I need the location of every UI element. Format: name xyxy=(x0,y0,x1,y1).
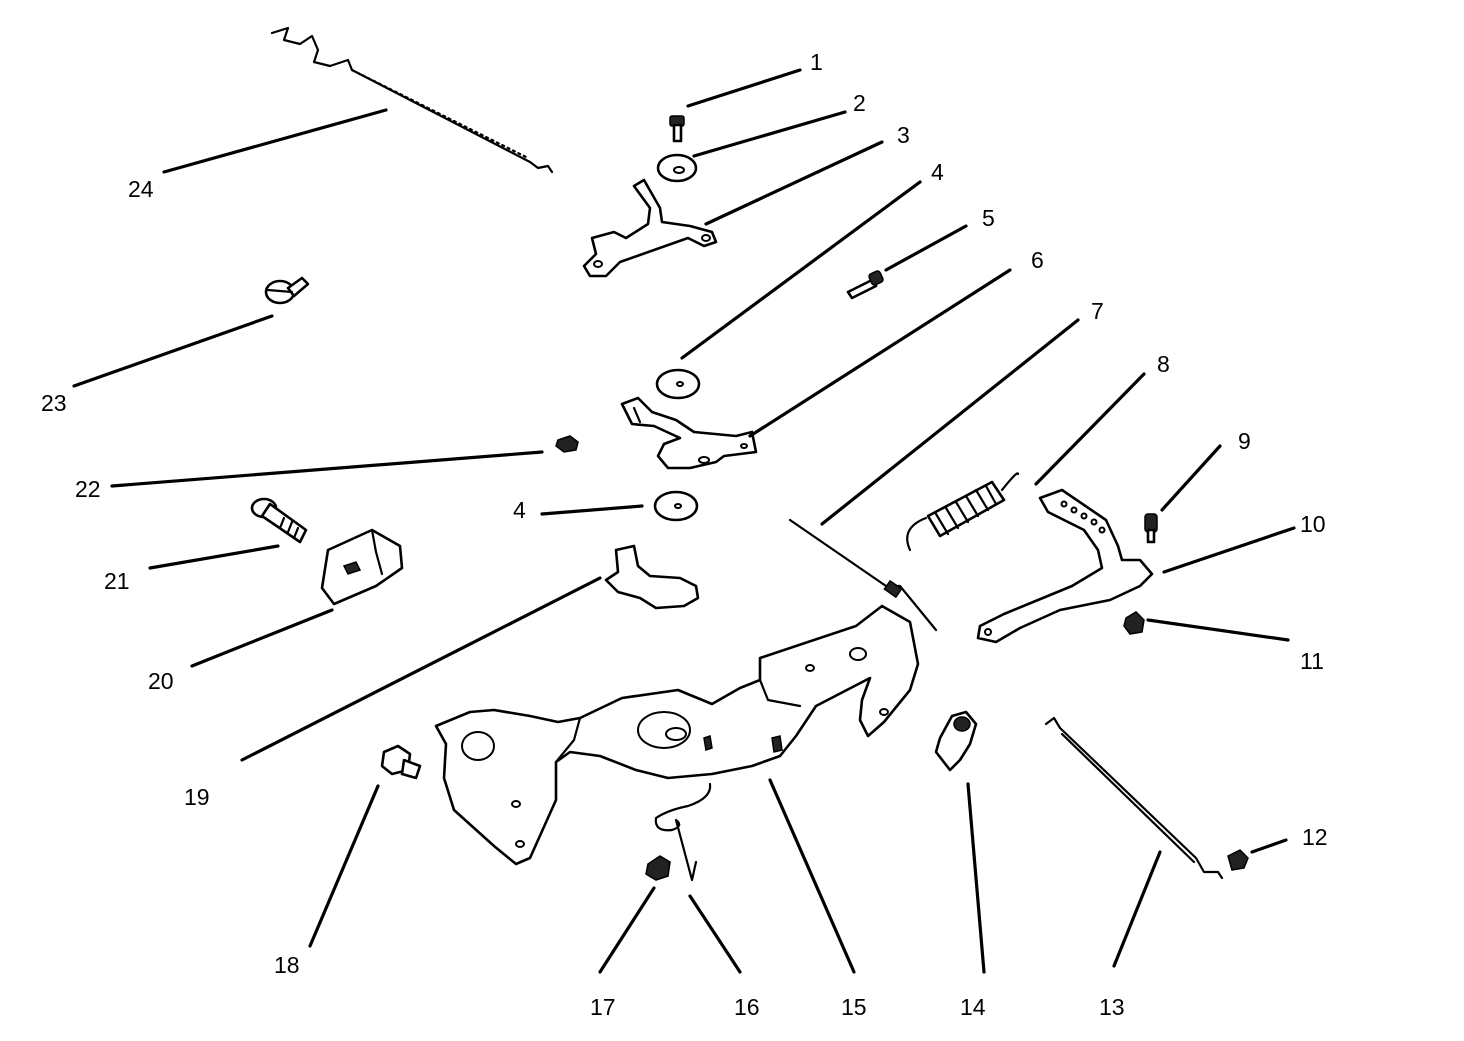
part-wire-link xyxy=(788,518,938,632)
part-nut xyxy=(1123,611,1145,635)
leader-19 xyxy=(240,576,602,762)
leader-10 xyxy=(1162,526,1296,574)
part-governor-link xyxy=(1044,716,1224,880)
callout-10: 10 xyxy=(1300,511,1326,537)
callout-labels: 1 2 3 4 4 5 6 7 8 9 10 11 12 13 14 15 16… xyxy=(41,49,1328,1020)
leader-20 xyxy=(190,608,334,668)
part-hex-bolt xyxy=(380,744,422,780)
leader-9 xyxy=(1160,444,1222,512)
leader-21 xyxy=(148,544,280,570)
callout-22: 22 xyxy=(75,476,101,502)
part-nut-bottom xyxy=(645,855,671,881)
callout-6: 6 xyxy=(1031,247,1044,273)
leader-5 xyxy=(884,224,968,272)
callout-18: 18 xyxy=(274,952,300,978)
callout-4b: 4 xyxy=(513,497,526,523)
leader-15 xyxy=(768,778,856,974)
leader-4a xyxy=(680,180,922,360)
leader-1 xyxy=(686,68,802,108)
part-nut-right xyxy=(1227,849,1249,871)
part-washer-lower xyxy=(653,490,699,522)
leader-lines xyxy=(72,68,1296,974)
part-screw-small xyxy=(1144,513,1158,544)
callout-20: 20 xyxy=(148,668,174,694)
part-bracket xyxy=(320,528,404,606)
part-main-bracket xyxy=(434,604,920,866)
part-bolt-small xyxy=(846,270,884,300)
callout-5: 5 xyxy=(982,205,995,231)
part-nut-small xyxy=(555,435,579,453)
callout-16: 16 xyxy=(734,994,760,1020)
callout-17: 17 xyxy=(590,994,616,1020)
callout-13: 13 xyxy=(1099,994,1125,1020)
leader-3 xyxy=(704,140,884,226)
leader-23 xyxy=(72,314,274,388)
leader-8 xyxy=(1034,372,1146,486)
leader-2 xyxy=(692,110,847,158)
part-shoulder-screw xyxy=(264,276,310,305)
part-lever-plate xyxy=(604,544,700,610)
callout-24: 24 xyxy=(128,176,154,202)
part-bolt xyxy=(250,497,308,544)
leader-16 xyxy=(688,894,742,974)
part-washer-small xyxy=(656,153,698,183)
leader-6 xyxy=(748,268,1012,438)
callout-12: 12 xyxy=(1302,824,1328,850)
leader-22 xyxy=(110,450,544,488)
callout-11: 11 xyxy=(1300,648,1324,674)
callout-3: 3 xyxy=(897,122,910,148)
callout-21: 21 xyxy=(104,568,130,594)
callout-15: 15 xyxy=(841,994,867,1020)
part-control-lever-upper xyxy=(582,178,718,278)
leader-24 xyxy=(162,108,388,174)
leader-12 xyxy=(1250,838,1288,854)
part-washer-upper xyxy=(655,368,701,400)
callout-1: 1 xyxy=(810,49,823,75)
part-spring xyxy=(906,472,1020,552)
callout-19: 19 xyxy=(184,784,210,810)
leader-18 xyxy=(308,784,380,948)
leader-7 xyxy=(820,318,1080,526)
leader-4b xyxy=(540,504,644,516)
callout-23: 23 xyxy=(41,390,67,416)
part-torsion-spring xyxy=(654,782,712,882)
leader-13 xyxy=(1112,850,1162,968)
part-control-lever-middle xyxy=(620,396,758,470)
callout-2: 2 xyxy=(853,90,866,116)
leader-11 xyxy=(1146,618,1290,642)
callout-9: 9 xyxy=(1238,428,1251,454)
part-governor-rod xyxy=(270,26,554,174)
callout-14: 14 xyxy=(960,994,986,1020)
callout-4a: 4 xyxy=(931,159,944,185)
part-screw xyxy=(669,115,685,143)
callout-7: 7 xyxy=(1091,298,1104,324)
part-control-arm xyxy=(976,488,1154,644)
callout-8: 8 xyxy=(1157,351,1170,377)
part-cable-clip xyxy=(934,710,978,772)
leader-17 xyxy=(598,886,656,974)
leader-14 xyxy=(966,782,986,974)
